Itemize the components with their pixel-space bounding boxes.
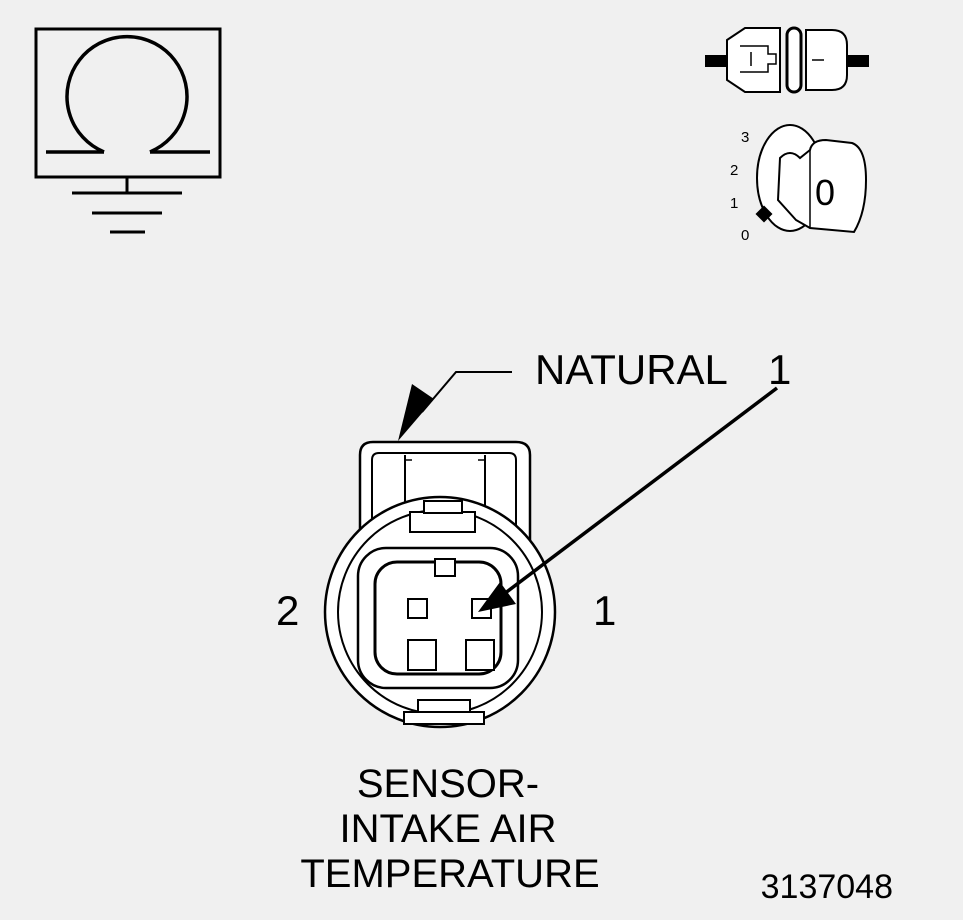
disconnected-connector-icon (705, 26, 869, 94)
pin-2-label: 2 (276, 587, 299, 634)
connector-face (323, 440, 557, 729)
ignition-position-2: 2 (730, 162, 738, 179)
pin-2-terminal (407, 598, 428, 619)
key-position-label: 0 (815, 172, 835, 213)
figure-number: 3137048 (761, 868, 893, 906)
component-title-line-1: SENSOR- (357, 762, 539, 806)
connector-color-label: NATURAL (535, 346, 728, 393)
callout-pin-number: 1 (768, 346, 791, 393)
ignition-position-3: 3 (741, 129, 749, 146)
ignition-position-1: 1 (730, 195, 738, 212)
pin-1-callout-arrow (478, 386, 779, 612)
component-title-line-2: INTAKE AIR (339, 807, 556, 851)
ohm-symbol-icon (34, 27, 222, 234)
natural-callout-leader (398, 371, 512, 441)
ignition-key-icon: 3 2 1 0 0 (730, 124, 868, 244)
pin-1-label: 1 (593, 587, 616, 634)
component-title-line-3: TEMPERATURE (300, 852, 599, 896)
ignition-position-0: 0 (741, 227, 749, 244)
key-position-marker (755, 205, 773, 223)
